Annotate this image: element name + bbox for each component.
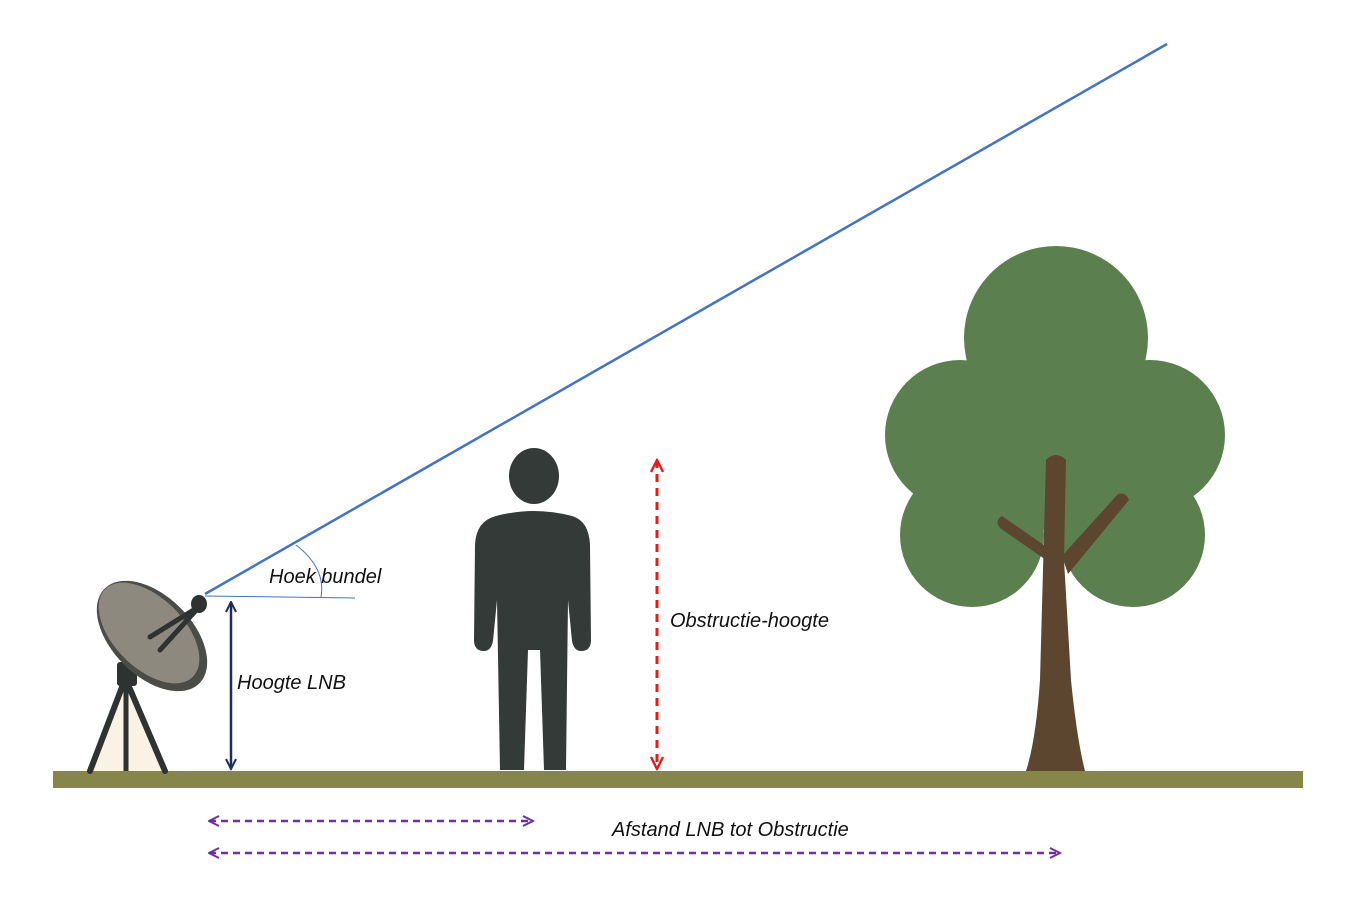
distance-label: Afstand LNB tot Obstructie	[611, 819, 849, 841]
person-icon	[474, 448, 591, 770]
beam-angle-arc	[295, 544, 323, 598]
ground	[53, 771, 1303, 788]
horizontal-reference-line	[204, 595, 356, 599]
satellite-dish-icon	[87, 580, 208, 774]
obstruction-height-label: Obstructie-hoogte	[670, 610, 829, 632]
lnb-height-label: Hoogte LNB	[237, 672, 346, 694]
tree-icon	[885, 246, 1225, 771]
beam-angle-label: Hoek bundel	[269, 566, 382, 588]
beam-line	[204, 42, 1168, 596]
